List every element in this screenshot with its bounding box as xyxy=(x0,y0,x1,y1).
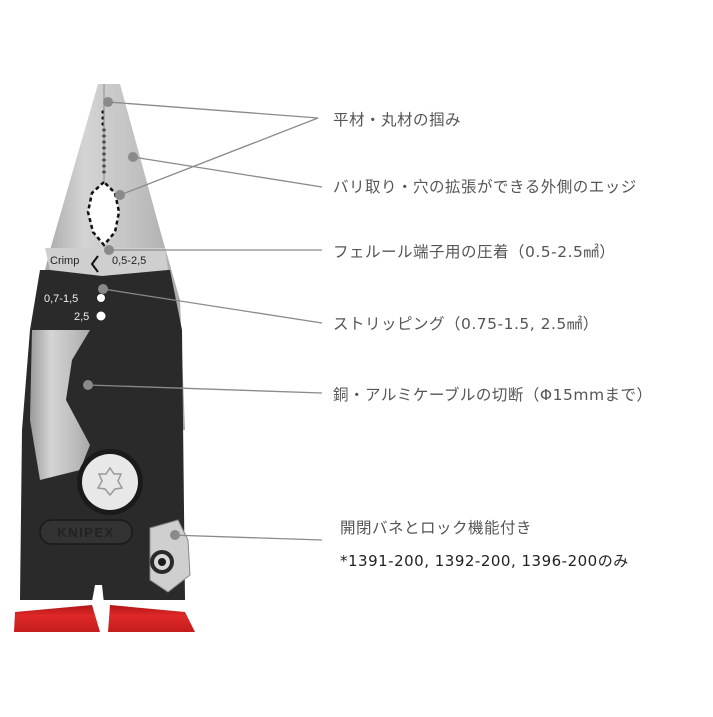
crimp-range-marking: 0,5-2,5 xyxy=(112,255,146,267)
callout-grip: 平材・丸材の掴み xyxy=(333,111,462,129)
brand-mark: KNIPEX xyxy=(57,525,114,540)
strip-range-marking-1: 0,7-1,5 xyxy=(44,293,78,305)
callout-spring: 開閉バネとロック機能付き xyxy=(340,519,533,537)
callout-spring-note: *1391-200, 1392-200, 1396-200のみ xyxy=(340,552,629,570)
crimp-marking: Crimp xyxy=(50,255,79,267)
callout-strip: ストリッピング（0.75-1.5, 2.5㎟） xyxy=(333,315,599,333)
strip-range-marking-2: 2,5 xyxy=(74,311,89,323)
callout-crimp: フェルール端子用の圧着（0.5-2.5㎟） xyxy=(333,243,616,261)
leader-dots xyxy=(83,97,180,540)
callout-cut: 銅・アルミケーブルの切断（Φ15mmまで） xyxy=(333,386,653,404)
leader-lines xyxy=(87,101,323,541)
callout-deburr: バリ取り・穴の拡張ができる外側のエッジ xyxy=(333,178,637,196)
handle-grips xyxy=(14,605,195,632)
pliers-body: KNIPEX xyxy=(20,248,191,640)
